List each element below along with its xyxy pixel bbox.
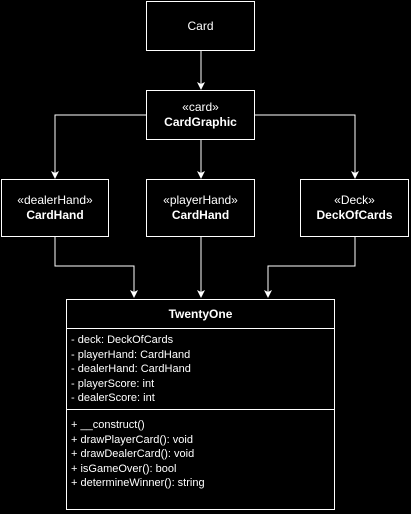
card-label: Card bbox=[187, 18, 214, 33]
dealerhand-node: «dealerHand» CardHand bbox=[1, 179, 109, 237]
deck-name: DeckOfCards bbox=[316, 208, 393, 222]
attribute-row: - dealerHand: CardHand bbox=[71, 363, 191, 375]
dealerhand-name: CardHand bbox=[26, 208, 84, 222]
twentyone-class-name: TwentyOne bbox=[67, 300, 334, 329]
operation-row: + drawPlayerCard(): void bbox=[71, 433, 193, 446]
operation-row: + isGameOver(): bool bbox=[71, 462, 177, 475]
attribute-row: - deck: DeckOfCards bbox=[71, 334, 174, 346]
edge-cardgraphic-to-dealerhand bbox=[51, 114, 147, 179]
edge-dealerhand-to-twentyone bbox=[54, 237, 138, 298]
edge-deck-to-twentyone bbox=[264, 237, 356, 298]
operation-row: + determineWinner(): string bbox=[71, 477, 205, 489]
edge-cardgraphic-to-deck bbox=[255, 114, 359, 179]
twentyone-operations: + __construct() + drawPlayerCard(): void… bbox=[67, 410, 334, 491]
cardgraphic-stereotype: «card» bbox=[182, 100, 219, 114]
cardgraphic-name: CardGraphic bbox=[164, 115, 237, 129]
twentyone-class: TwentyOne - deck: DeckOfCards - playerHa… bbox=[66, 299, 335, 510]
operation-row: + drawDealerCard(): void bbox=[71, 448, 195, 460]
attribute-row: - dealerScore: int bbox=[71, 392, 155, 404]
attribute-row: - playerScore: int bbox=[71, 377, 155, 390]
operation-row: + __construct() bbox=[71, 419, 145, 431]
deck-node: «Deck» DeckOfCards bbox=[300, 179, 409, 237]
cardgraphic-node: «card» CardGraphic bbox=[146, 90, 255, 140]
deck-stereotype: «Deck» bbox=[334, 193, 375, 207]
playerhand-name: CardHand bbox=[171, 208, 230, 222]
playerhand-node: «playerHand» CardHand bbox=[146, 179, 255, 237]
card-node: Card bbox=[146, 1, 255, 51]
twentyone-attributes: - deck: DeckOfCards - playerHand: CardHa… bbox=[67, 329, 334, 410]
dealerhand-stereotype: «dealerHand» bbox=[17, 193, 93, 207]
playerhand-stereotype: «playerHand» bbox=[163, 193, 238, 207]
attribute-row: - playerHand: CardHand bbox=[71, 348, 191, 361]
